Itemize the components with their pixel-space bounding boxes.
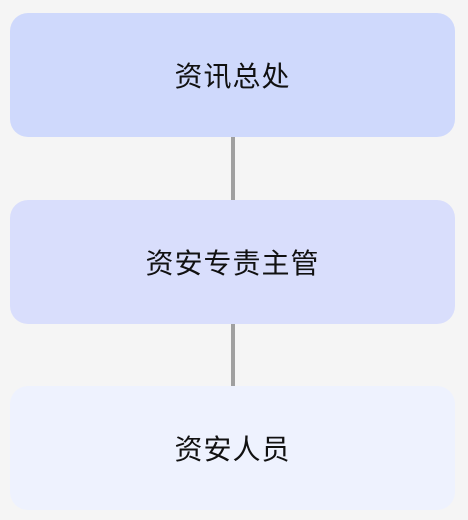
- org-node-label: 资讯总处: [174, 60, 291, 93]
- org-node-security-supervisor: 资安专责主管: [10, 200, 455, 324]
- org-node-label: 资安专责主管: [145, 247, 320, 280]
- org-node-label: 资安人员: [174, 433, 291, 466]
- org-connector: [231, 324, 235, 386]
- org-connector: [231, 137, 235, 200]
- org-node-information-office: 资讯总处: [10, 13, 455, 137]
- org-node-security-staff: 资安人员: [10, 386, 455, 510]
